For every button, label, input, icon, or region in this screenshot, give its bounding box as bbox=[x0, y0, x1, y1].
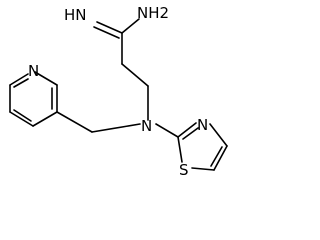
pyridine-bond-4 bbox=[9, 111, 34, 127]
thiazole-c4-c5-inner bbox=[210, 146, 223, 167]
bond-ring-ch2 bbox=[56, 111, 93, 133]
thiazole-c2-n3-inner bbox=[182, 127, 199, 140]
thiazole-c4-c5 bbox=[213, 145, 228, 171]
pyridine-inner-3 bbox=[13, 78, 29, 88]
bond-ch2-n-center bbox=[91, 123, 141, 133]
bond-ch2-ch2 bbox=[121, 63, 149, 87]
imine-nh-label: HN bbox=[64, 6, 87, 24]
chemical-structure: HN NH2 N N N S bbox=[9, 4, 228, 179]
thiazole-s1-c2 bbox=[177, 136, 183, 163]
pyridine-ring bbox=[9, 71, 58, 127]
thiazole-n-label: N bbox=[197, 116, 208, 134]
methylene-linker bbox=[56, 111, 141, 133]
thiazole-c2-n3 bbox=[177, 122, 197, 138]
bond-n-thiazole bbox=[155, 123, 179, 138]
thiazole-s-label: S bbox=[179, 161, 189, 179]
pyridine-bond-3 bbox=[32, 111, 58, 127]
pyridine-bond-6 bbox=[9, 73, 29, 86]
pyridine-n-label: N bbox=[28, 62, 39, 80]
bond-c-nh2 bbox=[121, 18, 140, 34]
amine-nh2-label: NH2 bbox=[137, 4, 169, 22]
pyridine-inner-2 bbox=[13, 109, 32, 122]
thiazole-ring bbox=[177, 122, 228, 171]
pyridine-bond-1 bbox=[34, 71, 58, 86]
bond-c-nh-double-2 bbox=[93, 26, 120, 39]
amidine-group bbox=[93, 18, 149, 121]
thiazole-n3-c4 bbox=[209, 123, 228, 147]
bond-c-nh-double-1 bbox=[96, 21, 123, 34]
central-n-label: N bbox=[141, 117, 152, 135]
thiazole-c5-s1 bbox=[191, 167, 215, 171]
